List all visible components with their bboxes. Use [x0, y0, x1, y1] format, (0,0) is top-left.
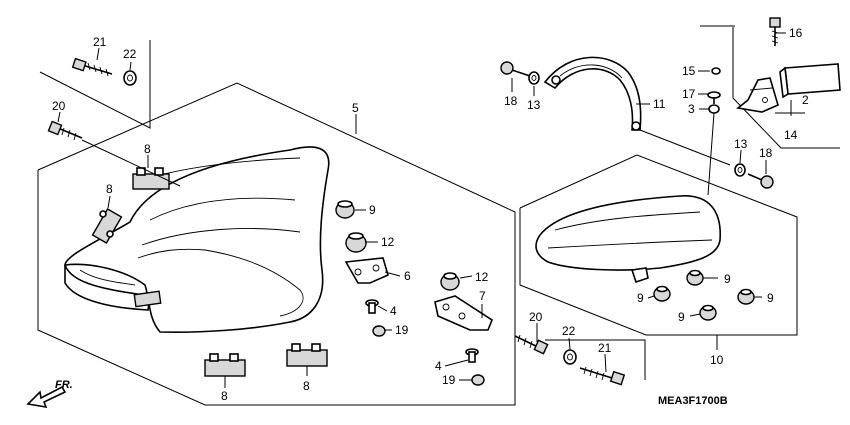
grab-strap-11 [543, 56, 642, 131]
grommet-12-b [440, 272, 460, 291]
bracket-14 [736, 77, 779, 113]
callout-10: 10 [710, 353, 724, 367]
bracket-7 [434, 295, 493, 331]
callout-17: 17 [682, 87, 696, 101]
callout-9-r3: 9 [767, 291, 774, 305]
callout-2: 2 [802, 93, 809, 107]
pad-2 [779, 63, 841, 99]
bolt-18-top [500, 61, 531, 77]
callout-21-bottom: 21 [598, 341, 612, 355]
bolt-18-right [747, 173, 774, 189]
nut-19-a [372, 325, 386, 337]
bolt-20-left [47, 120, 83, 141]
callout-8-a: 8 [144, 142, 151, 156]
grommet-9-r3 [737, 288, 755, 305]
washer-13-right [734, 163, 746, 177]
diagram-code: MEA3F1700B [658, 395, 728, 407]
callout-9-r2: 9 [637, 291, 644, 305]
callout-15: 15 [682, 64, 696, 78]
screw-17 [707, 91, 721, 104]
callout-8-b: 8 [106, 182, 113, 196]
main-seat [64, 146, 330, 333]
callout-6: 6 [404, 269, 411, 283]
callout-18-a: 18 [504, 94, 518, 108]
callout-12-a: 12 [381, 235, 395, 249]
grommet-9-r4 [699, 304, 717, 321]
collar-4-b [465, 348, 479, 363]
callout-14: 14 [784, 128, 798, 142]
callout-13-b: 13 [734, 137, 748, 151]
clip-15 [711, 67, 721, 75]
leader-lines [57, 32, 805, 388]
callout-22-bottom: 22 [562, 324, 576, 338]
callout-21-top: 21 [93, 35, 107, 49]
grommet-9-r2 [653, 285, 671, 302]
callout-9-main: 9 [369, 203, 376, 217]
callout-4-b: 4 [435, 359, 442, 373]
callout-16: 16 [789, 26, 803, 40]
callout-12-b: 12 [475, 270, 489, 284]
rear-seat [535, 195, 721, 284]
front-arrow: FR. [26, 379, 73, 409]
callout-20-right: 20 [529, 310, 543, 324]
front-label: FR. [55, 379, 73, 391]
bolt-21-top [71, 57, 113, 77]
callout-4-a: 4 [390, 304, 397, 318]
rubber-block-8-upper [132, 167, 170, 190]
callout-8-d: 8 [303, 379, 310, 393]
washer-22-top [123, 70, 137, 86]
callout-19-a: 19 [395, 323, 409, 337]
callout-9-r1: 9 [724, 272, 731, 286]
frame-lines [37, 25, 840, 406]
callout-20-left: 20 [52, 99, 66, 113]
callout-18-b: 18 [759, 146, 773, 160]
grommet-12-a [345, 232, 367, 253]
callout-labels: 21 22 20 5 8 8 8 8 9 12 6 4 19 12 7 20 4… [52, 26, 809, 403]
rubber-block-8-bottom-right [286, 343, 328, 367]
callout-5: 5 [352, 101, 359, 115]
callout-3: 3 [688, 102, 695, 116]
grommet-9-r1 [686, 269, 704, 286]
washer-3 [708, 104, 720, 114]
callout-19-b: 19 [442, 373, 456, 387]
bracket-6 [344, 257, 389, 284]
callout-7: 7 [479, 289, 486, 303]
callout-8-c: 8 [221, 389, 228, 403]
washer-22-bottom [563, 349, 577, 365]
washer-13-top [528, 71, 540, 85]
bolt-20-right [514, 334, 549, 355]
rubber-block-8-bottom-left [204, 353, 246, 377]
callout-13-a: 13 [527, 98, 541, 112]
callout-22-top: 22 [123, 47, 137, 61]
grommet-9-main [335, 200, 355, 219]
bolt-16 [769, 17, 781, 46]
bolt-21-bottom [579, 366, 626, 386]
collar-4-a [365, 299, 379, 314]
callout-9-r4: 9 [678, 310, 685, 324]
nut-19-b [471, 374, 485, 386]
callout-11: 11 [653, 97, 666, 111]
rubber-block-8-left [91, 208, 123, 244]
